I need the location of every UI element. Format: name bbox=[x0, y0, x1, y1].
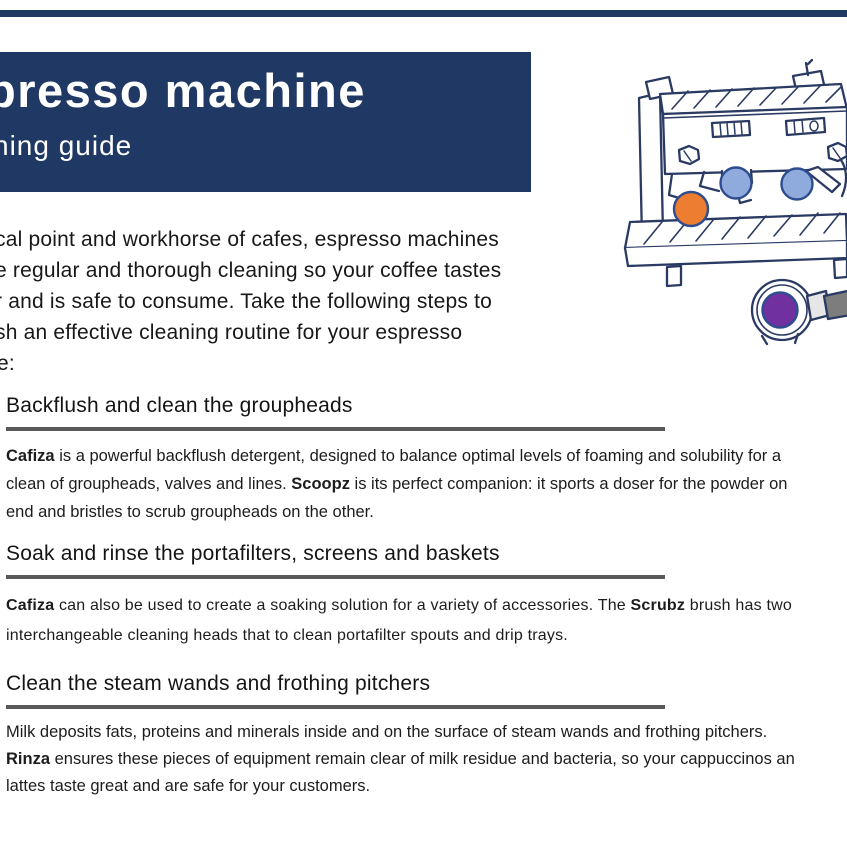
body-line: Cafiza can also be used to create a soak… bbox=[6, 591, 847, 621]
section-heading: Backflush and clean the groupheads bbox=[6, 394, 353, 417]
blue-dot-left bbox=[719, 166, 753, 200]
product-name: Rinza bbox=[6, 750, 51, 768]
body-text: is its perfect companion: it sports a do… bbox=[349, 475, 788, 493]
body-line: Cafiza is a powerful backflush detergent… bbox=[6, 442, 847, 470]
body-line: Milk deposits fats, proteins and mineral… bbox=[6, 719, 847, 746]
portafilter-handle bbox=[822, 289, 847, 321]
body-line: interchangeable cleaning heads that to c… bbox=[6, 621, 847, 651]
intro-line: e: bbox=[0, 352, 15, 375]
machine-top-tray bbox=[658, 82, 847, 116]
body-text: ensures these pieces of equipment remain… bbox=[50, 750, 795, 768]
section-rule bbox=[6, 427, 665, 431]
body-line: Rinza ensures these pieces of equipment … bbox=[6, 746, 847, 773]
intro-line: cal point and workhorse of cafes, espres… bbox=[0, 228, 499, 251]
purple-dot bbox=[761, 291, 799, 329]
gauge-right bbox=[784, 116, 827, 137]
machine-left-panel bbox=[637, 91, 665, 241]
intro-line: r and is safe to consume. Take the follo… bbox=[0, 290, 492, 313]
page-subtitle: ning guide bbox=[0, 129, 133, 161]
machine-leg-right bbox=[832, 257, 847, 280]
section-rule bbox=[6, 705, 665, 709]
section-heading: Soak and rinse the portafilters, screens… bbox=[6, 542, 500, 565]
orange-dot bbox=[672, 190, 710, 228]
section-body: Milk deposits fats, proteins and mineral… bbox=[6, 719, 847, 800]
body-text: clean of groupheads, valves and lines. bbox=[6, 475, 292, 493]
espresso-machine-illustration bbox=[623, 58, 847, 346]
blue-dot-right bbox=[780, 167, 814, 201]
body-text: can also be used to create a soaking sol… bbox=[54, 597, 631, 614]
body-text: lattes taste great and are safe for your… bbox=[6, 777, 371, 795]
knob-right bbox=[826, 141, 847, 163]
body-line: clean of groupheads, valves and lines. S… bbox=[6, 470, 847, 498]
title-banner: presso machine ning guide bbox=[0, 52, 531, 192]
body-line: end and bristles to scrub groupheads on … bbox=[6, 498, 847, 526]
body-text: is a powerful backflush detergent, desig… bbox=[54, 447, 782, 465]
intro-line: e regular and thorough cleaning so your … bbox=[0, 259, 502, 282]
body-text: end and bristles to scrub groupheads on … bbox=[6, 503, 374, 521]
gauge-left bbox=[710, 119, 752, 139]
section-heading: Clean the steam wands and frothing pitch… bbox=[6, 672, 431, 695]
body-line: lattes taste great and are safe for your… bbox=[6, 773, 847, 800]
intro-paragraph: cal point and workhorse of cafes, espres… bbox=[0, 224, 560, 379]
product-name: Cafiza bbox=[6, 447, 55, 465]
guide-section: Soak and rinse the portafilters, screens… bbox=[6, 541, 847, 651]
machine-leg-left bbox=[665, 264, 683, 288]
intro-line: sh an effective cleaning routine for you… bbox=[0, 321, 463, 344]
knob-left bbox=[677, 144, 701, 166]
product-name: Scoopz bbox=[291, 475, 350, 493]
product-name: Scrubz bbox=[630, 597, 686, 614]
top-accent-bar bbox=[0, 10, 847, 17]
body-text: Milk deposits fats, proteins and mineral… bbox=[6, 723, 768, 741]
product-name: Cafiza bbox=[6, 597, 55, 614]
steam-wand bbox=[804, 165, 842, 194]
section-rule bbox=[6, 575, 665, 579]
body-text: brush has two bbox=[685, 597, 792, 614]
page-title: presso machine bbox=[0, 64, 366, 117]
section-body: Cafiza can also be used to create a soak… bbox=[6, 591, 847, 651]
guide-section: Clean the steam wands and frothing pitch… bbox=[6, 671, 847, 800]
body-text: interchangeable cleaning heads that to c… bbox=[6, 627, 568, 644]
section-body: Cafiza is a powerful backflush detergent… bbox=[6, 442, 847, 526]
